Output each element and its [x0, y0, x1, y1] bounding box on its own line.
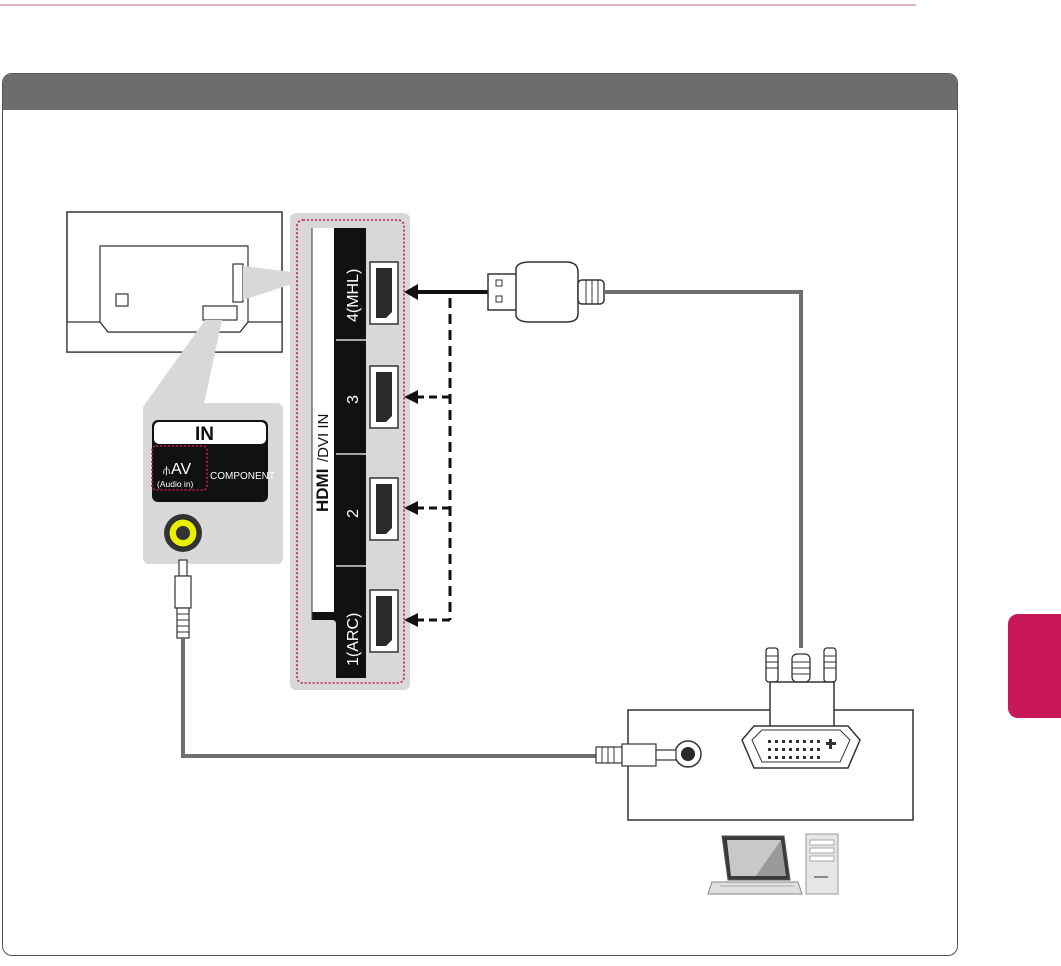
laptop-icon [708, 836, 802, 894]
hdmi-port-4-icon[interactable] [370, 262, 398, 324]
hdmi-logo: HDMI [313, 469, 332, 512]
component-label: COMPONENT [210, 471, 275, 482]
hdmi-title-suffix: /DVI IN [315, 414, 332, 462]
hdmi-port-1-icon[interactable] [370, 590, 398, 652]
port-label-3: 3 [345, 395, 362, 404]
desktop-tower-icon [806, 834, 838, 894]
av-sublabel: (Audio in) [157, 479, 194, 489]
hdmi-dvi-cable [604, 292, 801, 648]
dvi-connector-icon [742, 648, 860, 768]
hdmi-port-3-icon[interactable] [370, 366, 398, 428]
connection-arrows [404, 284, 488, 627]
port-label-2: 2 [345, 509, 362, 518]
port-label-4: 4(MHL) [345, 269, 362, 322]
tv-rear-view [67, 212, 292, 404]
audio-plug-tv-side [175, 560, 191, 638]
hdmi-port-2-icon[interactable] [370, 478, 398, 540]
hdmi-plug-icon [488, 262, 604, 322]
av-label: AV [171, 461, 191, 478]
av-input-panel: IN ⫛ AV (Audio in) COMPONENT [143, 403, 283, 564]
port-label-1: 1(ARC) [345, 613, 362, 666]
hdmi-panel: HDMI /DVI IN 4(MHL) 3 2 1(ARC) [290, 213, 410, 690]
av-jack-glyph: ⫛ [163, 463, 170, 477]
in-section-title: IN [195, 424, 214, 445]
